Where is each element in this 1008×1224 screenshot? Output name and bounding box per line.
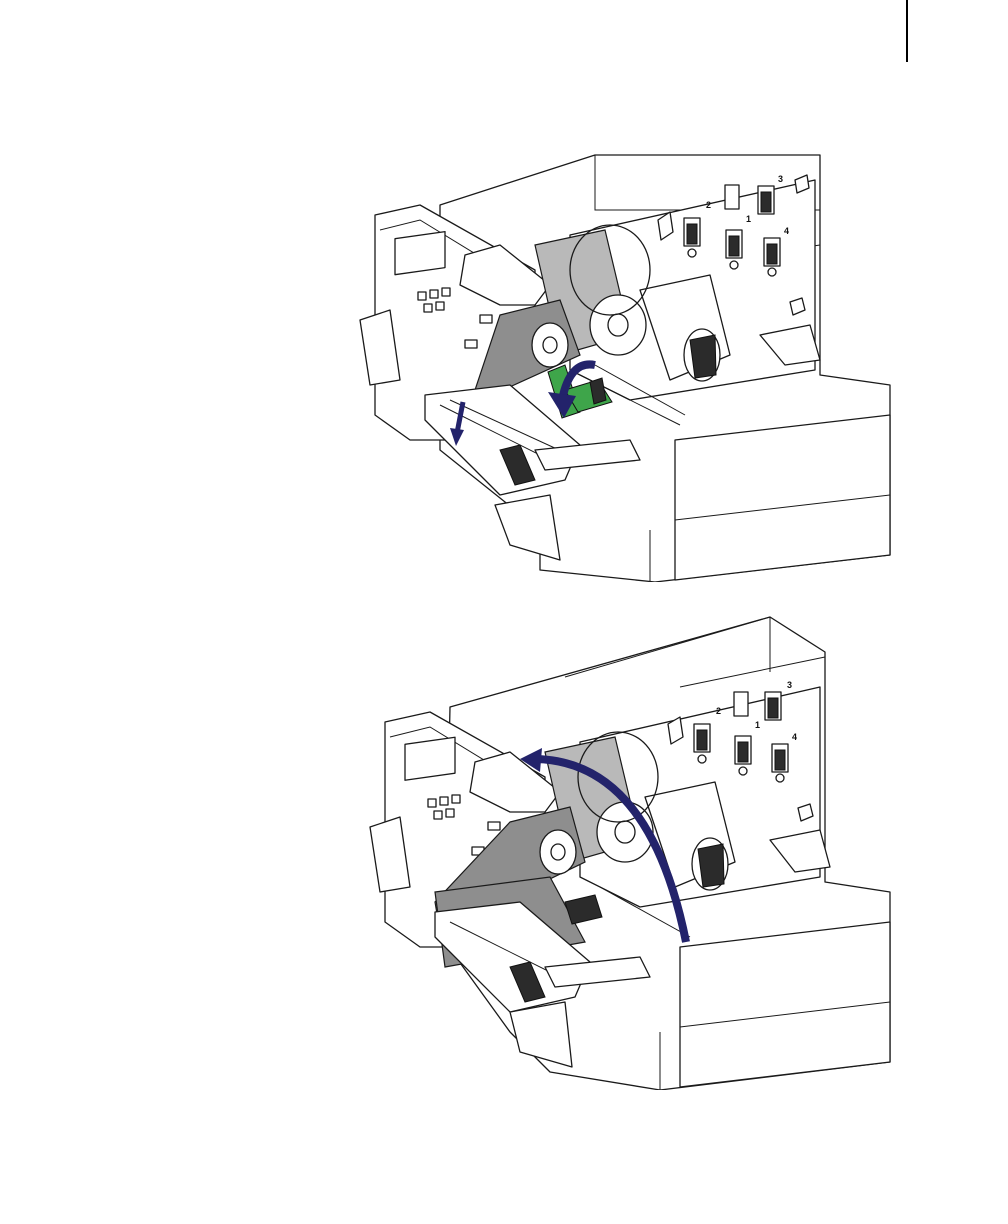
slot-number-1: 1 [746,214,751,224]
page-edge-rule [906,0,908,62]
slot-number-3: 3 [787,680,792,690]
slot-number-2: 2 [716,706,721,716]
slot-number-4: 4 [792,732,797,742]
slot-number-2: 2 [706,200,711,210]
printer-illustration-step-1: 2 1 3 4 [350,150,895,582]
slot-number-4: 4 [784,226,789,236]
slot-number-3: 3 [778,174,783,184]
slot-number-1: 1 [755,720,760,730]
printer-illustration-step-2: 2 1 3 4 [350,612,895,1090]
